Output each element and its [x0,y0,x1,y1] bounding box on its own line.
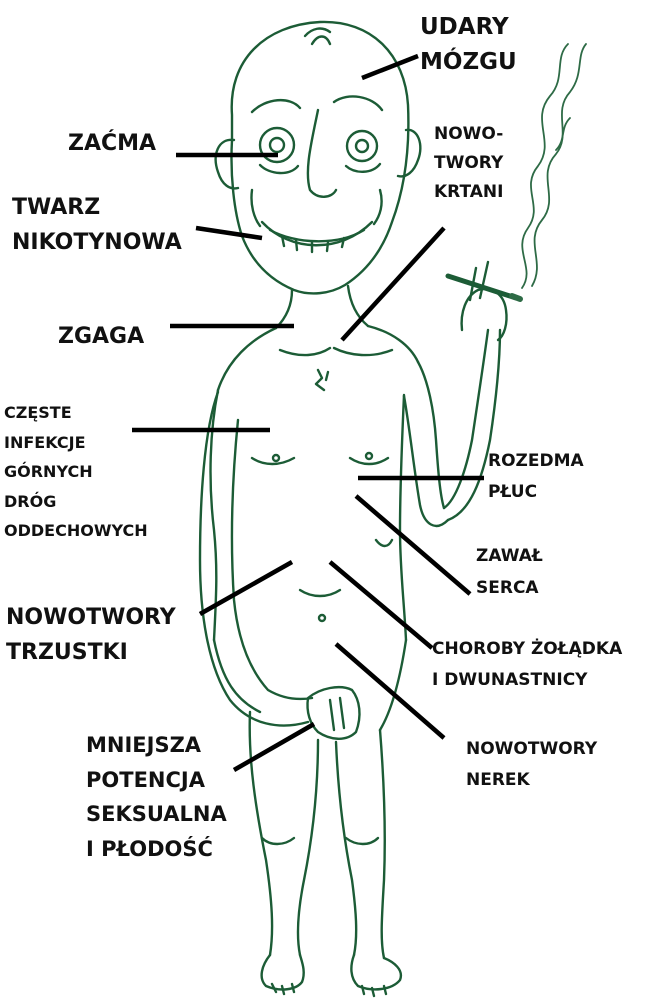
label-zacma: ZAĆMA [68,130,156,158]
label-nowotwory-krtani: NOWO- TWORY KRTANI [434,120,504,207]
smoke-drawing [522,44,586,288]
label-twarz-nikotynowa: TWARZ NIKOTYNOWA [12,190,182,260]
pointer-trzustka [200,562,292,614]
pointer-twarz [196,228,262,238]
pointer-udary [362,56,418,78]
label-zawal-serca: ZAWAŁ SERCA [476,540,543,605]
legs-drawing [214,640,406,996]
label-zgaga: ZGAGA [58,323,144,351]
label-udary-mozgu: UDARY MÓZGU [420,10,517,79]
head-drawing [216,22,421,294]
pointer-zoladek [330,562,432,648]
pointer-zawal [356,496,470,594]
label-infekcje-drog-oddechowych: CZĘSTE INFEKCJE GÓRNYCH DRÓG ODDECHOWYCH [4,398,148,546]
label-nowotwory-nerek: NOWOTWORY NEREK [466,734,597,797]
pointer-krtan [342,228,444,340]
label-rozedma-pluc: ROZEDMA PŁUC [488,446,584,509]
label-nowotwory-trzustki: NOWOTWORY TRZUSTKI [6,600,176,670]
pointer-potencja [234,724,314,770]
label-mniejsza-potencja: MNIEJSZA POTENCJA SEKSUALNA I PŁODOŚĆ [86,728,227,867]
torso-drawing [211,286,418,640]
label-choroby-zoladka: CHOROBY ŻOŁĄDKA I DWUNASTNICY [432,634,622,697]
